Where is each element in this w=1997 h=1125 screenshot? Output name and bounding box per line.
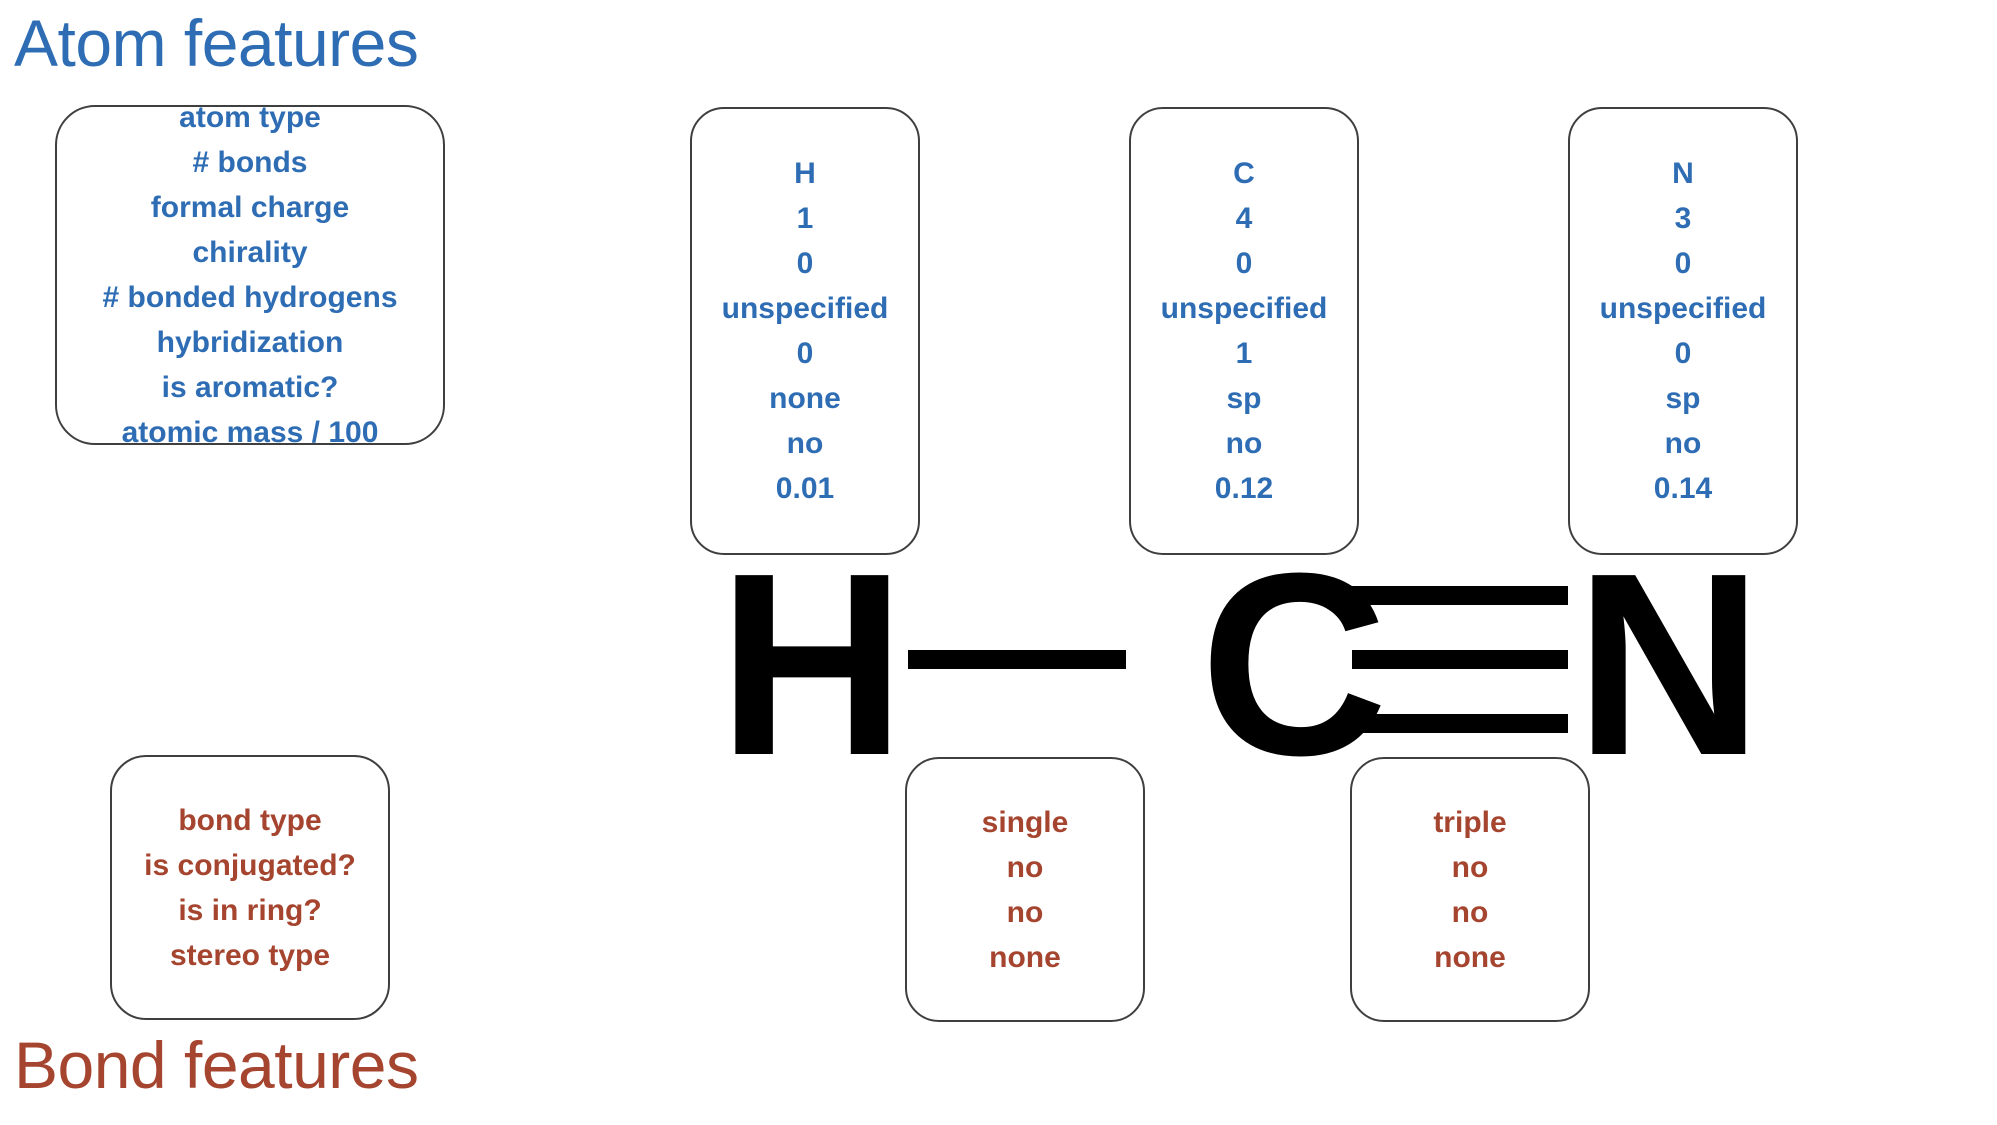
- bond-values-box-triple: triple no no none: [1350, 757, 1590, 1022]
- atom-value: 1: [1235, 337, 1253, 370]
- bond-legend-item: bond type: [178, 803, 322, 837]
- atom-value: 3: [1674, 202, 1692, 235]
- atom-feature-legend-box: atom type # bonds formal charge chiralit…: [55, 101, 445, 449]
- bond-value: no: [1451, 850, 1489, 884]
- molecule-triple-bond-line-bottom: [1352, 714, 1568, 733]
- atom-value: 0.14: [1653, 472, 1713, 505]
- molecule-structure-hcn: H C N: [700, 520, 1800, 810]
- atom-value: 0: [796, 337, 814, 370]
- atom-legend-item: hybridization: [156, 326, 344, 359]
- molecule-atom-label-hydrogen: H: [718, 520, 906, 810]
- molecule-triple-bond-line-top: [1352, 586, 1568, 605]
- atom-value: 1: [796, 202, 814, 235]
- atom-value: 0.01: [775, 472, 835, 505]
- atom-value: 0: [1674, 247, 1692, 280]
- bond-legend-item: stereo type: [169, 938, 331, 972]
- atom-value: sp: [1226, 382, 1262, 415]
- bond-value: single: [981, 805, 1069, 839]
- atom-legend-item: # bonded hydrogens: [102, 281, 398, 314]
- atom-legend-item: is aromatic?: [161, 371, 339, 404]
- bond-value: none: [1434, 940, 1506, 974]
- atom-value: no: [786, 427, 824, 460]
- atom-features-title: Atom features: [14, 6, 419, 80]
- atom-legend-item: atomic mass / 100: [121, 416, 379, 449]
- molecule-atom-label-nitrogen: N: [1575, 520, 1763, 810]
- atom-value: none: [769, 382, 841, 415]
- atom-value: 0: [1235, 247, 1253, 280]
- bond-values-box-single: single no no none: [905, 757, 1145, 1022]
- atom-value: 0: [1674, 337, 1692, 370]
- atom-value: unspecified: [721, 292, 889, 325]
- atom-value: unspecified: [1160, 292, 1328, 325]
- bond-value: none: [989, 940, 1061, 974]
- atom-values-box-nitrogen: N 3 0 unspecified 0 sp no 0.14: [1568, 107, 1798, 555]
- bond-value: no: [1451, 895, 1489, 929]
- atom-legend-item: formal charge: [150, 191, 350, 224]
- bond-legend-item: is conjugated?: [144, 848, 356, 882]
- atom-legend-item: # bonds: [192, 146, 308, 179]
- molecule-single-bond-line: [908, 650, 1126, 669]
- atom-legend-item: atom type: [179, 101, 321, 134]
- atom-values-box-carbon: C 4 0 unspecified 1 sp no 0.12: [1129, 107, 1359, 555]
- bond-features-title: Bond features: [14, 1028, 419, 1102]
- bond-feature-legend-box: bond type is conjugated? is in ring? ste…: [110, 755, 390, 1020]
- bond-value: no: [1006, 895, 1044, 929]
- atom-value: unspecified: [1599, 292, 1767, 325]
- atom-value: no: [1664, 427, 1702, 460]
- atom-legend-item: chirality: [192, 236, 308, 269]
- atom-value: 0.12: [1214, 472, 1274, 505]
- bond-legend-item: is in ring?: [178, 893, 322, 927]
- atom-values-box-hydrogen: H 1 0 unspecified 0 none no 0.01: [690, 107, 920, 555]
- atom-value: H: [794, 157, 816, 190]
- atom-value: N: [1672, 157, 1694, 190]
- atom-value: no: [1225, 427, 1263, 460]
- molecule-triple-bond-line-middle: [1352, 650, 1568, 669]
- atom-value: C: [1233, 157, 1255, 190]
- atom-value: 0: [796, 247, 814, 280]
- atom-value: 4: [1235, 202, 1253, 235]
- bond-value: triple: [1433, 805, 1507, 839]
- bond-value: no: [1006, 850, 1044, 884]
- atom-value: sp: [1665, 382, 1701, 415]
